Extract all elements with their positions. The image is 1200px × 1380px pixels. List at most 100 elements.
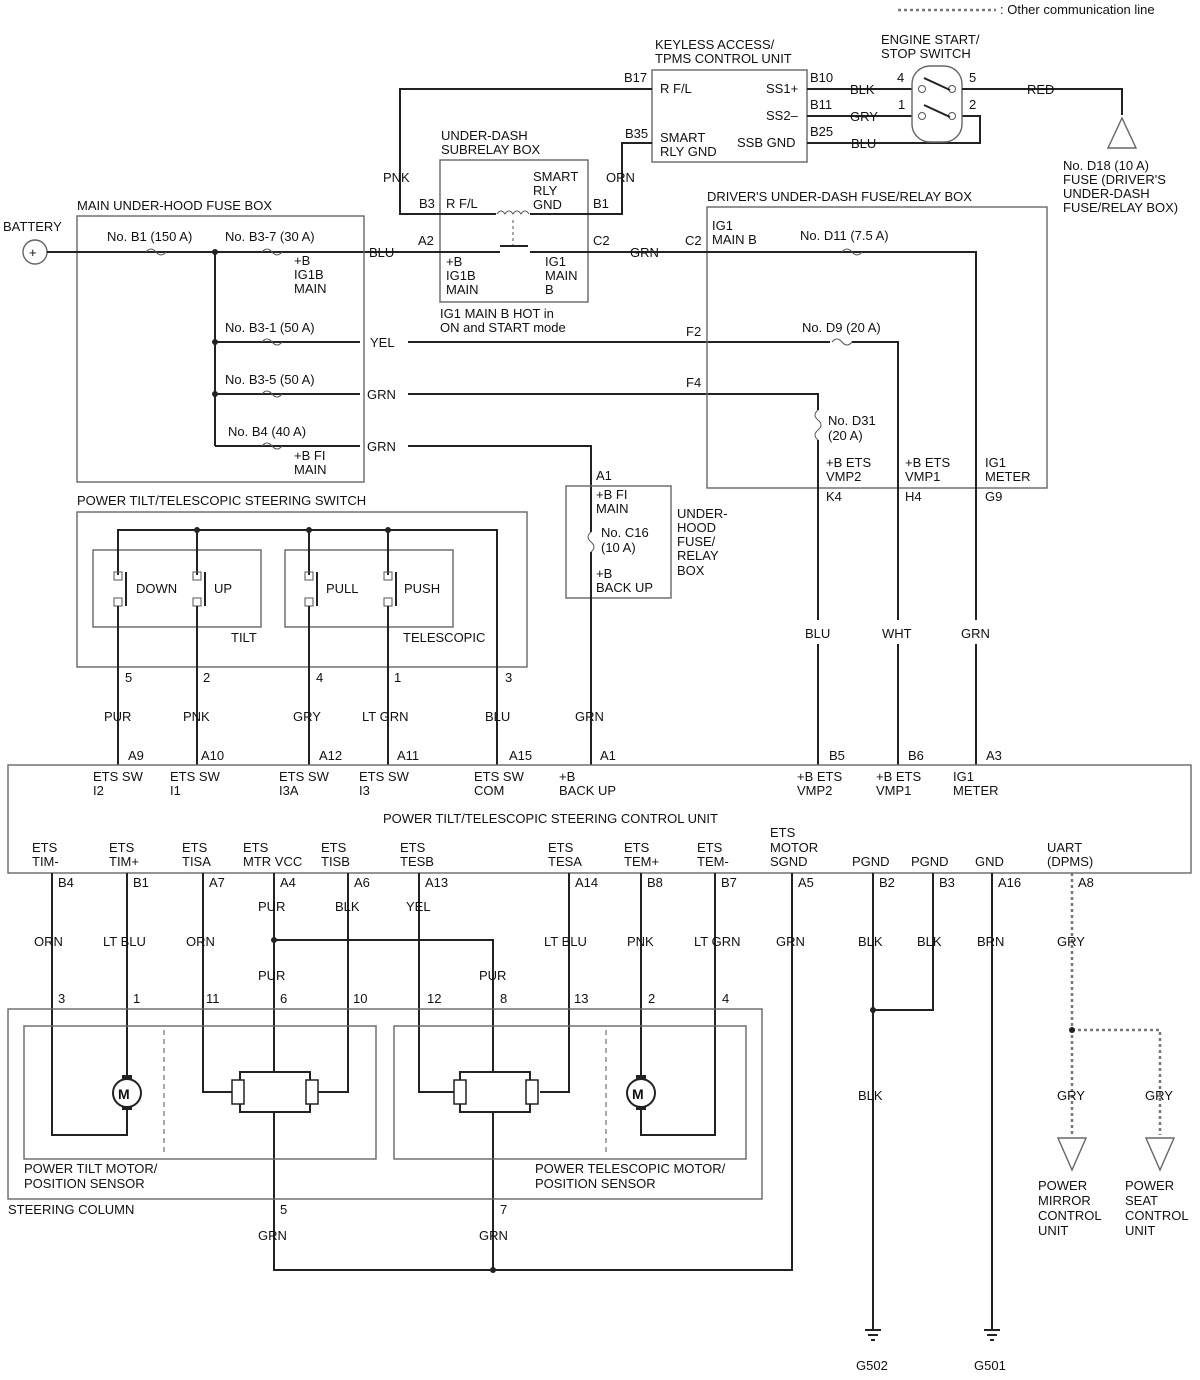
engine-switch-body <box>911 65 963 143</box>
uh-backup: BACK UP <box>596 580 653 595</box>
ecu-bottom-label-2: GND <box>975 854 1004 869</box>
mirror-unit-triangle <box>1056 1137 1088 1172</box>
ecu-bottom-label-2: TIM- <box>32 854 59 869</box>
ecu-top-label-2: COM <box>474 783 504 798</box>
uh-title-5: BOX <box>677 563 705 578</box>
subrelay-pb: +B <box>446 254 462 269</box>
color-ltgrn-tem: LT GRN <box>694 934 740 949</box>
pin-k4: K4 <box>826 489 842 504</box>
ecu-bottom-label-1: UART <box>1047 840 1082 855</box>
wire-orn-tim-minus <box>51 873 128 1136</box>
uh-pb: +B <box>596 566 612 581</box>
d18-line3: UNDER-DASH <box>1063 186 1150 201</box>
hood-pb: +B <box>294 253 310 268</box>
subrelay-main: MAIN <box>446 282 479 297</box>
ecu-top-pin: A12 <box>319 748 342 763</box>
color-grn-col-5: GRN <box>258 1228 287 1243</box>
engine-pin-4: 4 <box>897 70 904 85</box>
color-pur-vcc: PUR <box>258 899 285 914</box>
driver-ig1m: IG1 <box>985 455 1006 470</box>
hood-pbfi: +B FI <box>294 448 325 463</box>
d18-line2: FUSE (DRIVER'S <box>1063 172 1166 187</box>
pin-b10: B10 <box>810 70 833 85</box>
telescopic-motor-icon: M <box>626 1075 656 1110</box>
ecu-bottom-pin: A16 <box>998 875 1021 890</box>
color-orn-tisa: ORN <box>186 934 215 949</box>
ecu-top-label-1: IG1 <box>953 769 974 784</box>
col-pin-13: 13 <box>574 991 588 1006</box>
ground-g502-icon <box>865 1329 881 1341</box>
color-ltgrn-sw: LT GRN <box>362 709 408 724</box>
color-pur: PUR <box>104 709 131 724</box>
keyless-rfl: R F/L <box>660 81 692 96</box>
keyless-ss1: SS1+ <box>766 81 798 96</box>
ecu-bottom-label-2: TEM- <box>697 854 729 869</box>
engine-contact-bar-1 <box>923 77 951 91</box>
engine-contact-bar-2 <box>923 104 951 118</box>
driver-vmp1: VMP1 <box>905 469 940 484</box>
ground-g502: G502 <box>856 1358 888 1373</box>
color-pur-tilt: PUR <box>258 968 285 983</box>
fuse-b35: No. B3-5 (50 A) <box>225 372 315 387</box>
col-pin-11: 11 <box>206 991 220 1006</box>
steering-column-box <box>7 1008 763 1200</box>
wire-grn-sgnd <box>273 873 793 1271</box>
color-blk-tisb: BLK <box>335 899 360 914</box>
ecu-top-label-2: METER <box>953 783 999 798</box>
ecu-top-label-2: I3A <box>279 783 299 798</box>
color-blk-b3: BLK <box>917 934 942 949</box>
subrelay-rly: RLY <box>533 183 558 198</box>
switch-down: DOWN <box>136 581 177 596</box>
fuse-d9-icon <box>831 338 853 346</box>
wire-hood-branches <box>215 341 360 447</box>
ecu-bottom-label-0: ETS <box>770 825 796 840</box>
keyless-smart: SMART <box>660 130 705 145</box>
color-grn-b4: GRN <box>367 439 396 454</box>
pin-f4: F4 <box>686 375 701 390</box>
telescopic-motor-sensor-box <box>393 1025 747 1160</box>
junction-sw-1 <box>194 527 200 533</box>
color-grn-backup: GRN <box>575 709 604 724</box>
steering-control-unit-box <box>7 764 1192 874</box>
color-ltblu-tesa: LT BLU <box>544 934 587 949</box>
color-blu-sw: BLU <box>485 709 510 724</box>
driver-vmp2: VMP2 <box>826 469 861 484</box>
fuse-d9: No. D9 (20 A) <box>802 320 881 335</box>
ecu-bottom-pin: A7 <box>209 875 225 890</box>
wire-wht-vmp1 <box>852 341 899 620</box>
wire-blu-ssb <box>807 115 981 144</box>
wire-yel-tesb <box>418 873 454 1093</box>
ecu-top-label-2: BACK UP <box>559 783 616 798</box>
junction-sw-3 <box>385 527 391 533</box>
ecu-top-label-2: I1 <box>170 783 181 798</box>
ecu-bottom-pin: B7 <box>721 875 737 890</box>
ecu-bottom-pin: A5 <box>798 875 814 890</box>
fuse-d31-b: (20 A) <box>828 428 863 443</box>
tilt-motor-icon: M <box>112 1075 142 1110</box>
fuse-b1: No. B1 (150 A) <box>107 229 192 244</box>
color-pnk-tem: PNK <box>627 934 654 949</box>
subrelay-smart: SMART <box>533 169 578 184</box>
ecu-bottom-label-1: ETS <box>624 840 650 855</box>
svg-text:M: M <box>632 1086 644 1102</box>
color-yel: YEL <box>370 335 395 350</box>
hood-title: MAIN UNDER-HOOD FUSE BOX <box>77 198 272 213</box>
fuse-d11: No. D11 (7.5 A) <box>800 228 889 243</box>
color-gry-mirror: GRY <box>1057 1088 1085 1103</box>
wire-gry-uart-seat <box>1072 1028 1162 1135</box>
keyless-ss2: SS2– <box>766 108 799 123</box>
ecu-bottom-label-2: PGND <box>852 854 890 869</box>
ecu-top-label-2: I2 <box>93 783 104 798</box>
wire-ltgrn-tem-minus <box>640 873 716 1136</box>
junction-sw-2 <box>306 527 312 533</box>
color-blk: BLK <box>850 82 875 97</box>
switch-pull: PULL <box>326 581 359 596</box>
tele-motor-label-1: POWER TELESCOPIC MOTOR/ <box>535 1161 726 1176</box>
ecu-bottom-label-1: ETS <box>548 840 574 855</box>
battery-label: BATTERY <box>3 219 62 234</box>
ground-g501: G501 <box>974 1358 1006 1373</box>
wire-pnk-rfl <box>399 88 652 215</box>
color-grn-meter: GRN <box>961 626 990 641</box>
